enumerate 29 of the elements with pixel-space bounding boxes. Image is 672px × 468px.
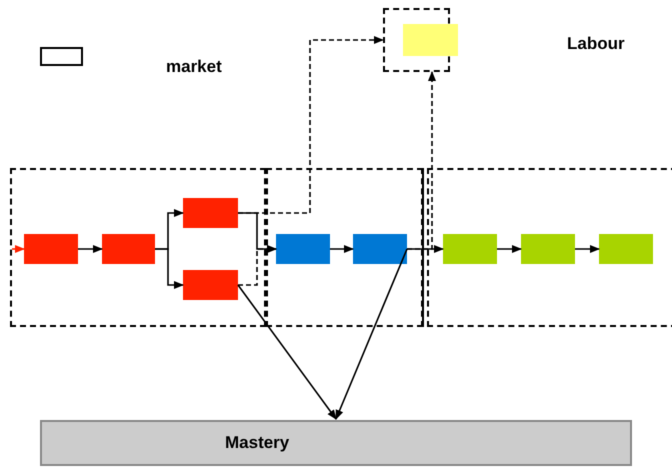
foundation-bar: [40, 420, 632, 466]
arrow: [407, 71, 436, 250]
process-box: [276, 234, 330, 264]
process-box: [521, 234, 575, 264]
process-box: [403, 24, 458, 56]
heading-text: Labour: [567, 33, 625, 55]
arrow: [497, 245, 522, 253]
arrow: [238, 36, 384, 214]
legend-box: [40, 47, 83, 66]
arrow: [238, 245, 277, 286]
process-box: [183, 198, 238, 228]
dashed-group-frame: [266, 168, 423, 327]
bar-label: Mastery: [225, 432, 290, 454]
process-box: [183, 270, 238, 300]
arrow: [12, 245, 25, 253]
arrow: [575, 245, 600, 253]
process-box: [102, 234, 155, 264]
arrow: [330, 245, 354, 253]
process-box: [443, 234, 497, 264]
process-box: [353, 234, 407, 264]
arrow: [78, 245, 103, 253]
arrow: [237, 284, 337, 420]
dashed-group-frame: [427, 168, 672, 327]
arrow: [335, 248, 408, 420]
arrow: [155, 248, 184, 289]
process-box: [24, 234, 78, 264]
heading-text: market: [166, 58, 222, 75]
process-box: [599, 234, 653, 264]
dashed-group-frame: [10, 168, 266, 327]
